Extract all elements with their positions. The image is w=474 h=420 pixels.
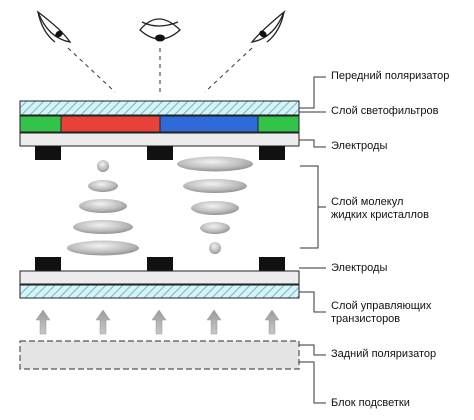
label-electrodes-top: Электроды	[331, 140, 388, 152]
label-color-filters: Слой светофильтров	[331, 105, 439, 117]
bottom-electrodes	[35, 257, 285, 271]
label-transistors-line2: транзисторов	[331, 313, 401, 325]
color-filter-layer	[19, 115, 300, 133]
green-filter-right	[257, 115, 300, 133]
label-liquid-crystals-line2: жидких кристаллов	[331, 209, 429, 221]
arrow-up-icon	[206, 309, 222, 335]
arrow-up-icon	[151, 309, 167, 335]
eye-icon-left	[36, 10, 72, 43]
red-filter	[60, 115, 161, 133]
liquid-crystal-molecules-left	[67, 160, 139, 256]
arrow-up-icon	[95, 309, 111, 335]
label-rear-polarizer: Задний поляризатор	[331, 348, 437, 360]
bottom-glass-plate	[19, 270, 300, 285]
eye-icon-right	[250, 9, 286, 43]
viewing-lines	[67, 47, 253, 93]
backlight-arrows	[35, 309, 280, 335]
eye-icon-center	[139, 18, 181, 42]
transistor-layer	[19, 284, 300, 299]
blue-filter	[159, 115, 259, 133]
arrow-up-icon	[264, 309, 280, 335]
label-backlight: Блок подсветки	[331, 397, 410, 409]
label-electrodes-bottom: Электроды	[331, 262, 388, 274]
front-polarizer	[19, 100, 300, 116]
liquid-crystal-molecules-right	[177, 156, 253, 254]
label-liquid-crystals-line1: Слой молекул	[331, 196, 404, 208]
label-front-polarizer: Передний поляризатор	[331, 70, 450, 82]
top-glass-plate	[19, 132, 300, 147]
top-electrodes	[35, 146, 285, 160]
green-filter	[19, 115, 62, 133]
arrow-up-icon	[35, 309, 51, 335]
label-transistors-line1: Слой управляющих	[331, 300, 432, 312]
label-leader-lines	[299, 76, 326, 404]
rear-polarizer-backlight-box	[19, 340, 300, 370]
